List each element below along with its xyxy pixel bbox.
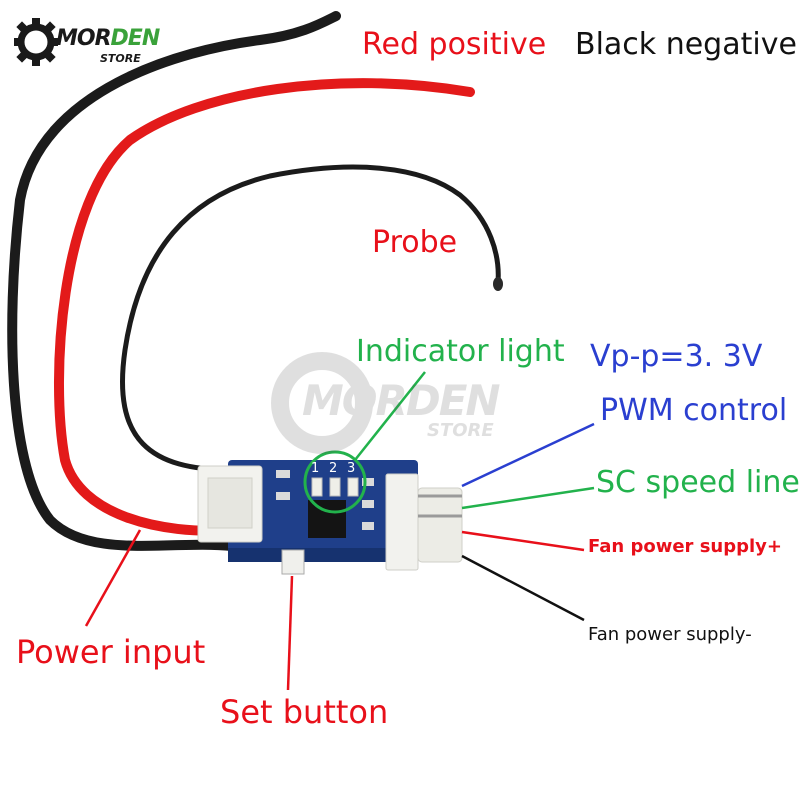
fan-plus-pointer	[461, 530, 585, 552]
gear-logo-icon	[14, 18, 58, 66]
watermark-wordmark: MORDEN	[302, 376, 501, 425]
probe-tip	[493, 277, 503, 291]
indicator-pointer	[354, 371, 426, 461]
speed-pointer	[461, 486, 595, 510]
smd-part	[276, 492, 290, 500]
smd-part	[362, 478, 374, 486]
set-button-pointer	[286, 575, 294, 691]
led-2	[329, 477, 341, 497]
watermark-subtitle: STORE	[427, 420, 494, 441]
pwm-control-label: PWM control	[600, 393, 788, 428]
smd-part	[276, 470, 290, 478]
smd-part	[362, 500, 374, 508]
logo-name-a: MOR	[56, 26, 112, 51]
fan-power-minus-label: Fan power supply-	[588, 624, 752, 645]
black-negative-label: Black negative	[575, 27, 797, 62]
set-button-part	[281, 549, 305, 575]
fan-plug	[417, 487, 463, 563]
brand-watermark: MORDEN STORE	[262, 338, 552, 468]
input-connector-slot	[207, 477, 253, 529]
fan-connector	[385, 473, 419, 571]
power-input-pointer	[84, 529, 142, 627]
led-1	[311, 477, 323, 497]
probe-wire	[120, 164, 501, 473]
vpp-label: Vp-p=3. 3V	[590, 339, 763, 374]
pcb-edge	[228, 548, 418, 562]
fan-power-plus-label: Fan power supply+	[588, 536, 782, 557]
logo-name-b: DEN	[110, 26, 161, 51]
pwm-pointer	[461, 422, 595, 488]
led-number-2: 2	[329, 461, 338, 476]
logo-subtitle: STORE	[100, 52, 141, 65]
red-positive-label: Red positive	[362, 27, 547, 62]
led-number-3: 3	[347, 461, 356, 476]
set-button-label: Set button	[220, 693, 389, 731]
fan-minus-pointer	[461, 554, 585, 622]
indicator-light-circle	[303, 450, 367, 514]
led-number-1: 1	[311, 461, 320, 476]
probe-label: Probe	[372, 225, 458, 260]
led-3	[347, 477, 359, 497]
logo-wordmark: MORDEN	[56, 26, 161, 51]
mcu-chip	[308, 500, 346, 538]
gear-watermark-icon	[271, 352, 373, 454]
red-power-wire	[53, 78, 475, 536]
black-power-wire	[7, 11, 341, 551]
watermark-name-a: MOR	[302, 376, 408, 425]
smd-part	[362, 522, 374, 530]
indicator-light-label: Indicator light	[356, 334, 565, 369]
power-input-label: Power input	[16, 633, 206, 671]
watermark-name-b: DEN	[405, 376, 501, 425]
brand-logo: MORDEN STORE	[14, 14, 164, 70]
sc-speed-line-label: SC speed line	[596, 465, 800, 500]
